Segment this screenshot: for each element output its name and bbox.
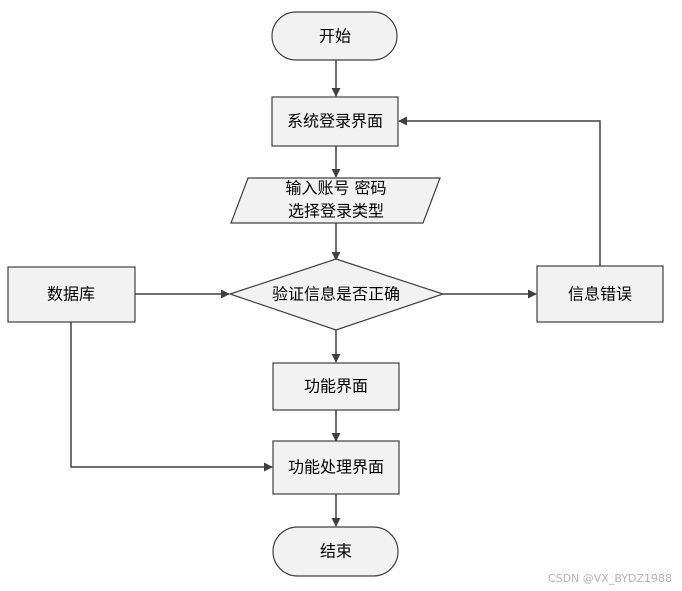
database-label: 数据库 [47,285,95,304]
connectors [70,60,601,527]
function-page-label: 功能界面 [304,377,368,396]
verify-label: 验证信息是否正确 [272,285,400,304]
arrow-database-to-process [70,322,273,472]
function-page-box [272,362,400,411]
input-label-line1: 输入账号 密码 [285,179,386,198]
function-process-box [272,440,400,495]
watermark-text: CSDN @VX_BYDZ1988 [548,572,672,585]
login-page-label: 系统登录界面 [287,112,383,131]
arrow-error-to-login [398,116,601,266]
info-error-label: 信息错误 [568,285,632,304]
end-label: 结束 [320,542,352,561]
function-process-label: 功能处理界面 [288,458,384,477]
end-terminal [272,526,399,577]
database-box [7,266,136,323]
info-error-box [536,265,664,323]
input-parallelogram [230,177,441,224]
verify-decision [228,258,445,331]
start-label: 开始 [319,27,351,46]
start-terminal [271,11,398,61]
login-page-box [271,96,399,147]
input-label-line2: 选择登录类型 [288,202,384,221]
